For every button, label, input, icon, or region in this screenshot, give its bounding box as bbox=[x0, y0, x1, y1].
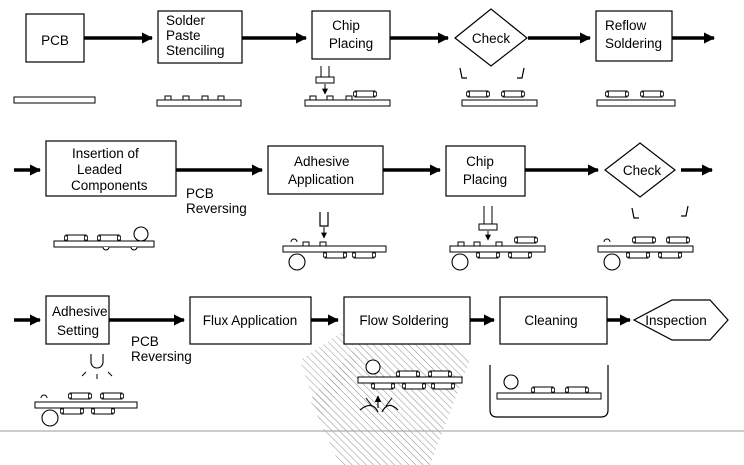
step-reflow-soldering: Reflow Soldering bbox=[595, 10, 673, 62]
adhesive-app-line-2: Application bbox=[288, 172, 354, 187]
svg-text:PCB: PCB bbox=[131, 334, 159, 349]
svg-text:PCB: PCB bbox=[41, 33, 69, 48]
sensor-left-icon bbox=[459, 67, 467, 79]
placement-head bbox=[315, 76, 335, 84]
flow-soldering-label: Flow Soldering bbox=[359, 313, 448, 328]
step-flow-soldering: Flow Soldering bbox=[343, 296, 471, 345]
solder-paste-line-3: Stenciling bbox=[166, 43, 225, 58]
svg-text:Inspection: Inspection bbox=[645, 313, 707, 328]
reflow-line-2: Soldering bbox=[605, 36, 662, 51]
illustration-flow-soldering bbox=[357, 359, 463, 413]
solder-paste-line-1: Solder bbox=[166, 13, 206, 28]
pcb-reversing-label-1: PCB Reversing bbox=[186, 186, 247, 216]
adhesive-app-line-1: Adhesive bbox=[294, 154, 350, 169]
insertion-line-3: Components bbox=[71, 178, 148, 193]
step-cleaning: Cleaning bbox=[499, 296, 608, 345]
illustration-leaded-insertion bbox=[53, 226, 155, 251]
illustration-chip-placement-2 bbox=[449, 206, 546, 271]
insertion-line-2: Leaded bbox=[77, 162, 122, 177]
cleaning-tank bbox=[489, 365, 609, 418]
pcb-reversing-1-line-2: Reversing bbox=[186, 201, 247, 216]
inspection-label: Inspection bbox=[645, 313, 707, 328]
svg-text:Components: Components bbox=[71, 178, 148, 193]
svg-text:Reversing: Reversing bbox=[186, 201, 247, 216]
svg-text:Placing: Placing bbox=[463, 172, 507, 187]
flux-application-label: Flux Application bbox=[203, 313, 298, 328]
svg-text:Paste: Paste bbox=[166, 28, 201, 43]
svg-text:Adhesive: Adhesive bbox=[52, 304, 108, 319]
illustration-adhesive-application bbox=[282, 211, 387, 271]
svg-text:Flux Application: Flux Application bbox=[203, 313, 298, 328]
chip-placing-2-line-2: Placing bbox=[463, 172, 507, 187]
svg-text:Setting: Setting bbox=[57, 323, 99, 338]
step-pcb-label: PCB bbox=[41, 33, 69, 48]
svg-text:Check: Check bbox=[623, 163, 662, 178]
illustration-reflow bbox=[596, 90, 676, 107]
svg-text:Reversing: Reversing bbox=[131, 349, 192, 364]
step-adhesive-application: Adhesive Application bbox=[267, 145, 384, 195]
illustration-bare-pcb bbox=[13, 96, 96, 104]
step-solder-paste-stenciling: Solder Paste Stenciling bbox=[157, 10, 243, 64]
chip-placing-1-line-1: Chip bbox=[332, 18, 360, 33]
sensor-left-icon bbox=[631, 207, 639, 219]
svg-text:Flow Soldering: Flow Soldering bbox=[359, 313, 448, 328]
chip-placing-1-line-2: Placing bbox=[329, 36, 373, 51]
cleaning-label: Cleaning bbox=[524, 313, 577, 328]
illustration-check-1 bbox=[459, 67, 538, 107]
svg-text:Chip: Chip bbox=[332, 18, 360, 33]
step-chip-placing-1: Chip Placing bbox=[311, 10, 391, 60]
svg-text:Solder: Solder bbox=[166, 13, 206, 28]
solder-wave-hatching bbox=[300, 330, 470, 465]
solder-paste-line-2: Paste bbox=[166, 28, 201, 43]
check-2-label: Check bbox=[623, 163, 662, 178]
svg-text:Adhesive: Adhesive bbox=[294, 154, 350, 169]
step-adhesive-setting: Adhesive Setting bbox=[45, 295, 110, 345]
illustration-check-2 bbox=[597, 205, 694, 271]
svg-text:Soldering: Soldering bbox=[605, 36, 662, 51]
step-insertion-of-leaded-components: Insertion of Leaded Components bbox=[45, 140, 177, 197]
step-inspection: Inspection bbox=[632, 299, 729, 341]
adhesive-setting-line-2: Setting bbox=[57, 323, 99, 338]
step-chip-placing-2: Chip Placing bbox=[445, 145, 526, 197]
illustration-chip-placement-1 bbox=[304, 66, 391, 107]
illustration-pcb-with-paste bbox=[156, 95, 242, 107]
leaded-component bbox=[133, 226, 149, 242]
check-1-label: Check bbox=[472, 31, 511, 46]
svg-text:Application: Application bbox=[288, 172, 354, 187]
step-check-1: Check bbox=[454, 8, 528, 67]
pcb-reversing-1-line-1: PCB bbox=[186, 186, 214, 201]
illustration-cleaning bbox=[489, 365, 609, 418]
step-check-2: Check bbox=[604, 142, 676, 198]
pcb-reversing-label-2: PCB Reversing bbox=[131, 334, 192, 364]
svg-text:Leaded: Leaded bbox=[77, 162, 122, 177]
sensor-right-icon bbox=[681, 205, 689, 217]
pcb-reversing-2-line-1: PCB bbox=[131, 334, 159, 349]
svg-text:Placing: Placing bbox=[329, 36, 373, 51]
step-flux-application: Flux Application bbox=[189, 296, 312, 345]
step-pcb: PCB bbox=[25, 13, 85, 63]
svg-text:Check: Check bbox=[472, 31, 511, 46]
adhesive-setting-line-1: Adhesive bbox=[52, 304, 108, 319]
svg-text:Cleaning: Cleaning bbox=[524, 313, 577, 328]
insertion-line-1: Insertion of bbox=[72, 146, 139, 161]
svg-text:Stenciling: Stenciling bbox=[166, 43, 225, 58]
pcb-reversing-2-line-2: Reversing bbox=[131, 349, 192, 364]
svg-text:Reflow: Reflow bbox=[605, 18, 647, 33]
sensor-right-icon bbox=[517, 67, 525, 79]
chip-placing-2-line-1: Chip bbox=[466, 154, 494, 169]
svg-text:PCB: PCB bbox=[186, 186, 214, 201]
uv-lamp-icon bbox=[90, 354, 104, 369]
reflow-line-1: Reflow bbox=[605, 18, 647, 33]
illustration-adhesive-setting bbox=[34, 354, 138, 427]
svg-text:Chip: Chip bbox=[466, 154, 494, 169]
svg-text:Insertion of: Insertion of bbox=[72, 146, 139, 161]
